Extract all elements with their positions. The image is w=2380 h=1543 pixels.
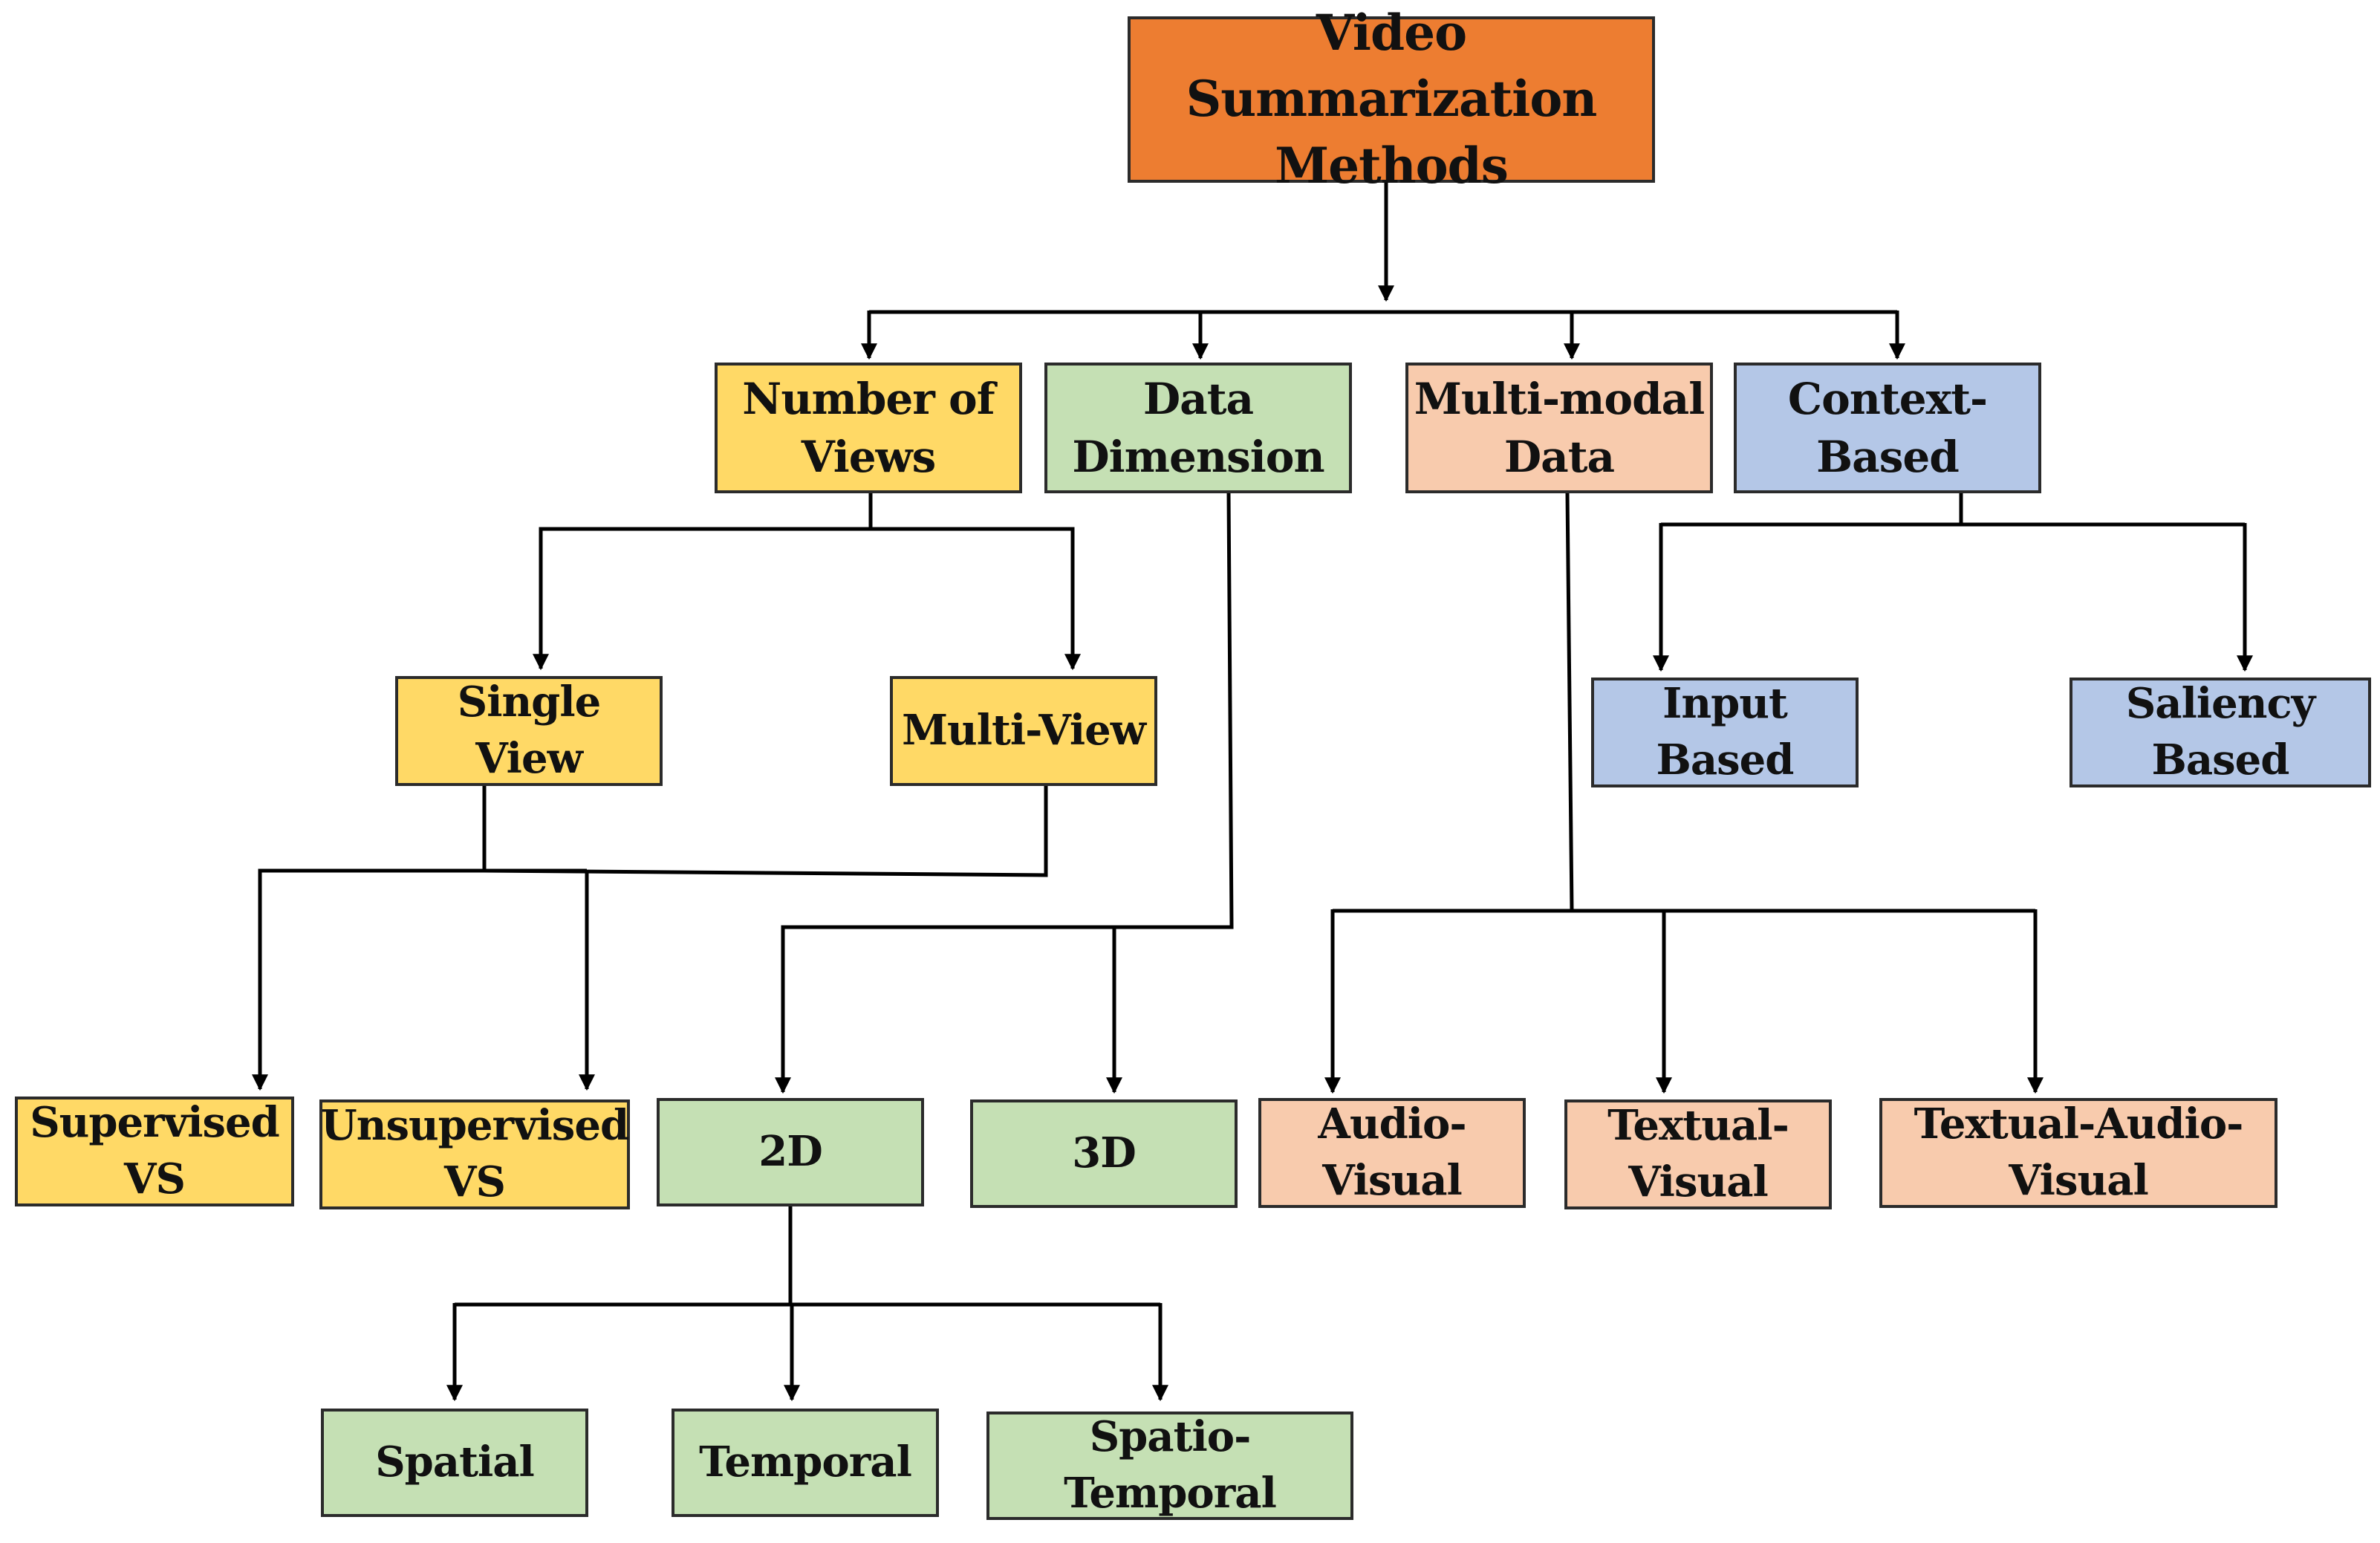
spatio-temporal-node: Spatio-Temporal [986, 1412, 1353, 1520]
multi-view-label: Multi-View [902, 706, 1146, 756]
multi-view-down-connector [484, 786, 1048, 877]
temporal-node: Temporal [672, 1409, 939, 1517]
audio-visual-label: Audio-Visual [1318, 1099, 1466, 1205]
multimodal-down-connector [1565, 493, 1574, 912]
views-line2: Views [801, 432, 937, 482]
data-dimension-node: Data Dimension [1044, 363, 1352, 493]
views-split-connector-right [871, 527, 1081, 671]
unsupervised-vs-label: Unsupervised VS [320, 1101, 629, 1206]
root-line2: Methods [1275, 136, 1509, 195]
audio-visual-node: Audio-Visual [1258, 1098, 1526, 1208]
multimodal-line1: Multi-modal [1414, 373, 1706, 424]
views-split-connector [533, 493, 873, 671]
single-view-node: Single View [395, 676, 663, 786]
saliency-based-node: Saliency Based [2070, 678, 2371, 787]
spatial-label: Spatial [375, 1438, 535, 1487]
textual-visual-node: Textual-Visual [1564, 1099, 1832, 1209]
spatio-temporal-label: Spatio-Temporal [1064, 1412, 1277, 1518]
temporal-label: Temporal [699, 1438, 912, 1487]
3d-label: 3D [1072, 1128, 1137, 1178]
number-of-views-node: Number of Views [715, 363, 1022, 493]
2d-label: 2D [758, 1127, 823, 1177]
2d-node: 2D [657, 1098, 924, 1206]
unsupervised-vs-node: Unsupervised VS [319, 1099, 630, 1209]
multimodal-data-node: Multi-modal Data [1405, 363, 1713, 493]
multi-view-node: Multi-View [890, 676, 1157, 786]
saliency-based-label: Saliency Based [2125, 679, 2315, 785]
dimension-down-connector [775, 493, 1234, 1094]
spatial-node: Spatial [321, 1409, 588, 1517]
3d-node: 3D [970, 1099, 1238, 1208]
root-node: Video Summarization Methods [1128, 4, 1655, 195]
dimension-line2: Dimension [1072, 432, 1324, 482]
input-based-node: Input Based [1591, 678, 1859, 787]
input-based-label: Input Based [1656, 679, 1795, 785]
root-line1: Video Summarization [1186, 4, 1598, 129]
to-supervised-connector [252, 868, 587, 1091]
views-line1: Number of [742, 373, 995, 424]
context-based-node: Context-Based [1734, 363, 2041, 493]
textual-visual-label: Textual-Visual [1607, 1101, 1789, 1206]
dimension-line1: Data [1142, 373, 1254, 424]
textual-audio-visual-label: Textual-Audio-Visual [1914, 1099, 2244, 1205]
supervised-vs-node: Supervised VS [15, 1097, 294, 1206]
textual-audio-visual-node: Textual-Audio-Visual [1879, 1098, 2277, 1208]
supervised-vs-label: Supervised VS [30, 1098, 280, 1203]
context-label: Context-Based [1787, 373, 1988, 482]
single-view-label: Single View [457, 678, 602, 783]
multimodal-line2: Data [1503, 432, 1615, 482]
